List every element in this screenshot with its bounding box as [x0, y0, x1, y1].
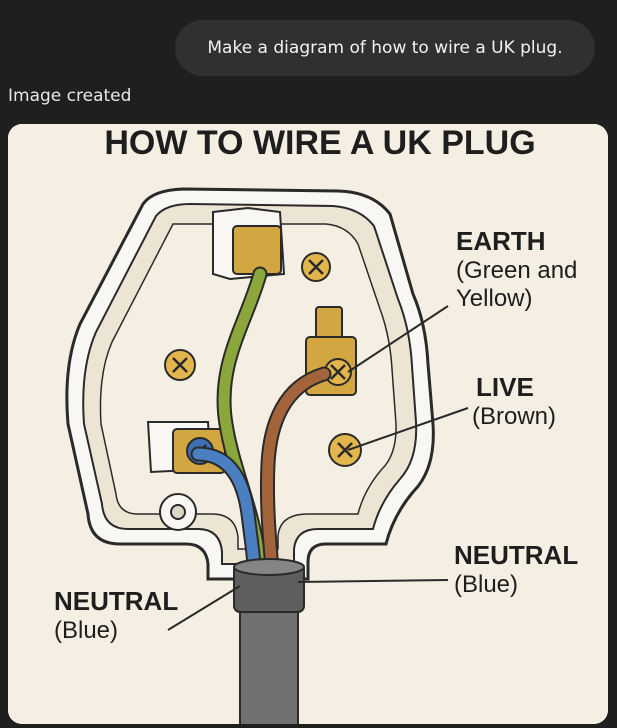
neutral-left-pointer-line	[167, 585, 241, 631]
user-message-text: Make a diagram of how to wire a UK plug.	[207, 38, 563, 58]
earth-label-title: EARTH	[456, 226, 546, 256]
neutral-left-label-sub: (Blue)	[54, 617, 118, 644]
live-pointer-line	[347, 407, 469, 451]
live-label-sub: (Brown)	[472, 403, 556, 430]
cord-grip-hole	[170, 504, 186, 520]
diagram-title: HOW TO WIRE A UK PLUG	[104, 124, 535, 162]
live-label-title: LIVE	[476, 372, 534, 402]
screw-cross	[337, 442, 353, 458]
earth-label-sub2: Yellow)	[456, 285, 533, 312]
neutral-right-label-sub: (Blue)	[454, 571, 518, 598]
earth-brass-terminal	[232, 225, 282, 275]
neutral-wire-fill	[192, 448, 260, 575]
image-created-status: Image created	[8, 86, 132, 106]
live-wire-fill	[261, 368, 330, 575]
screw-cross	[330, 364, 346, 380]
cable-clamp-top	[233, 558, 305, 576]
cable-sheath	[239, 593, 299, 724]
earth-label-sub1: (Green and	[456, 257, 577, 284]
plug-wiring-diagram: HOW TO WIRE A UK PLUG	[8, 124, 608, 724]
neutral-left-label-title: NEUTRAL	[54, 586, 178, 616]
neutral-right-label-title: NEUTRAL	[454, 540, 578, 570]
generated-image[interactable]: HOW TO WIRE A UK PLUG	[8, 124, 608, 724]
screw-cross	[308, 259, 324, 275]
earth-pointer-line	[347, 305, 449, 373]
neutral-right-pointer-line	[297, 579, 449, 583]
user-message-bubble: Make a diagram of how to wire a UK plug.	[175, 20, 595, 76]
screw-cross	[172, 357, 188, 373]
